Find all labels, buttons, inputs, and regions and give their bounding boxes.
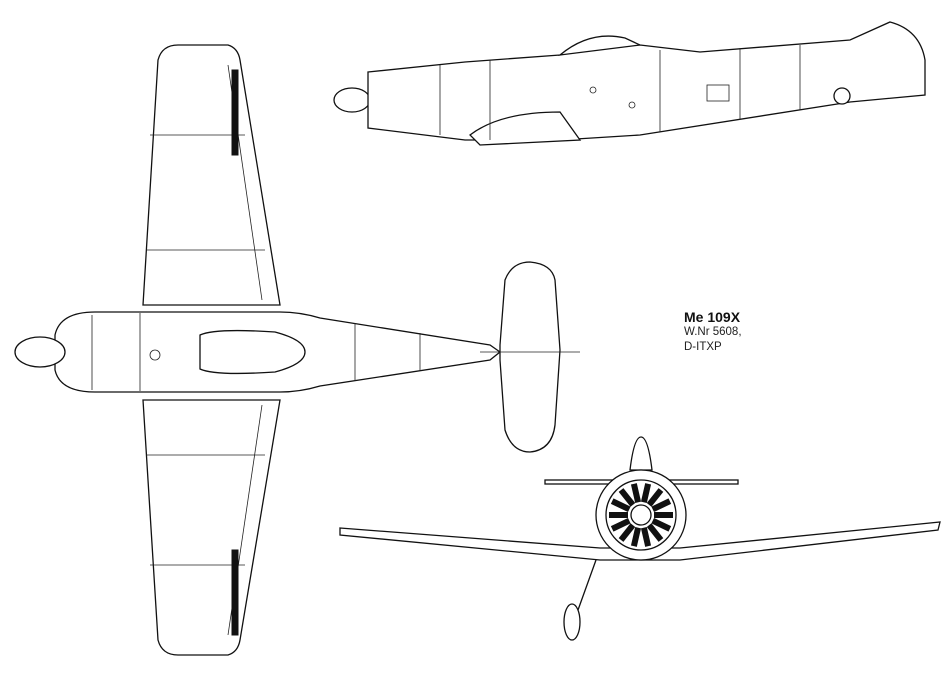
top-view xyxy=(14,44,580,656)
top-view-wing-lower xyxy=(142,399,281,656)
slat-marks xyxy=(231,69,239,636)
cylinder xyxy=(630,483,642,503)
top-view-tailplane xyxy=(499,261,561,453)
side-view-canopy xyxy=(557,35,643,56)
cylinder xyxy=(651,498,672,513)
aircraft-label: Me 109X W.Nr 5608, D-ITXP xyxy=(684,309,742,355)
cylinder xyxy=(630,527,642,547)
cylinder xyxy=(651,517,672,532)
cylinder xyxy=(610,498,631,513)
top-view-wing-upper xyxy=(142,44,281,306)
front-view xyxy=(339,436,941,641)
front-view-wheel xyxy=(563,603,581,641)
engine-cylinders xyxy=(609,483,673,547)
top-view-spinner xyxy=(14,336,66,368)
front-view-gear-leg xyxy=(577,559,597,611)
cylinder xyxy=(640,483,652,503)
cylinder xyxy=(640,527,652,547)
side-view-tailwheel xyxy=(833,87,851,105)
side-view-spinner xyxy=(333,87,371,113)
aircraft-registration: D-ITXP xyxy=(684,341,722,353)
top-view-canopy xyxy=(199,329,306,375)
aircraft-title: Me 109X xyxy=(684,309,741,325)
side-view-radiator xyxy=(469,111,582,146)
cylinder xyxy=(618,523,636,542)
cylinder xyxy=(618,488,636,507)
side-view xyxy=(333,21,926,146)
cylinder xyxy=(646,523,664,542)
aircraft-serial: W.Nr 5608, xyxy=(684,326,742,338)
cylinder xyxy=(610,517,631,532)
front-view-fin xyxy=(629,436,653,471)
side-view-fuselage xyxy=(367,21,926,141)
cylinder xyxy=(646,488,664,507)
